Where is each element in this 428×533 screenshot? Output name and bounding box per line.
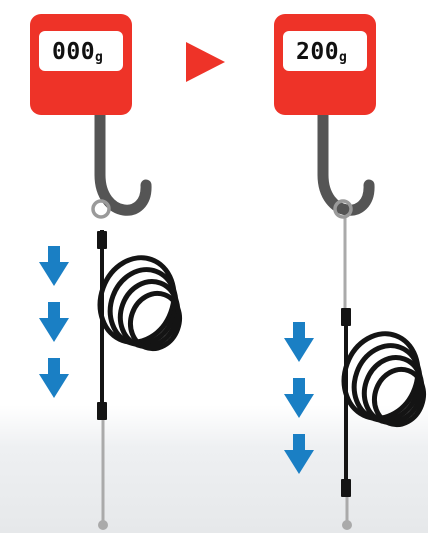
hook-icon [317,109,375,216]
force-arrows [39,246,69,398]
weight-unit: g [95,50,103,65]
right-triangle-arrow-icon [186,42,225,82]
wire-end-dot [98,520,108,530]
wire-end-dot [342,520,352,530]
force-arrows [284,322,314,474]
scale-after: 200 g [274,14,427,530]
scale-before: 000 g [30,14,183,530]
down-arrow-icon [39,302,69,342]
weight-unit: g [339,50,347,65]
down-arrow-icon [39,358,69,398]
display-screen [283,31,367,71]
display-screen [39,31,123,71]
cable-coil [97,255,183,352]
cable-coil [341,331,427,428]
down-arrow-icon [39,246,69,286]
hanging-ring [333,199,353,219]
weight-reading: 200 [296,39,339,65]
down-arrow-icon [284,322,314,362]
down-arrow-icon [284,378,314,418]
cable-connector-top [341,308,351,326]
hanging-ring [91,199,111,219]
cable-connector-bottom [97,402,107,420]
cable-connector-top [97,231,107,249]
cable-connector-bottom [341,479,351,497]
hook-icon [94,109,152,216]
down-arrow-icon [284,434,314,474]
weight-reading: 000 [52,39,95,65]
